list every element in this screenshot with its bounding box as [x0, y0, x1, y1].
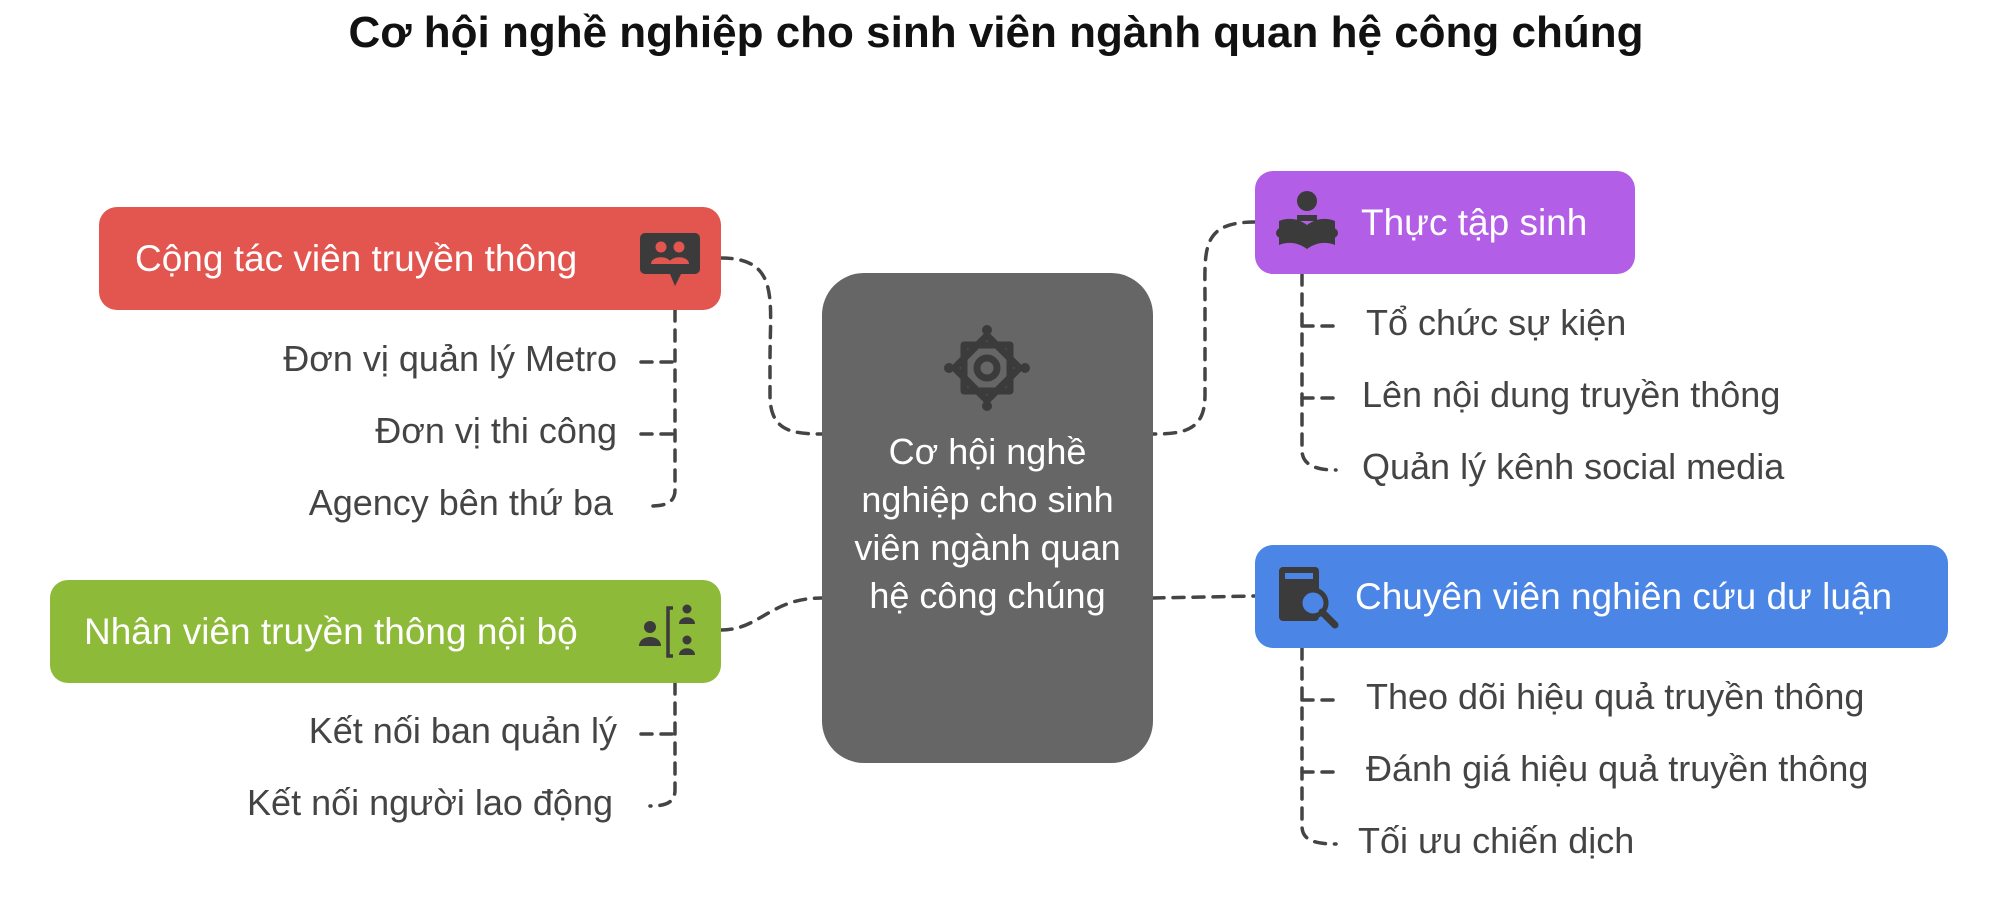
connector-center-blue: [1151, 594, 1257, 600]
list-item-blue-1: Theo dõi hiệu quả truyền thông: [1366, 676, 1865, 717]
center-node: Cơ hội nghề nghiệp cho sinh viên ngành q…: [822, 273, 1153, 763]
list-item-purple-1: Tổ chức sự kiện: [1366, 302, 1627, 343]
list-item-blue-3: Tối ưu chiến dịch: [1358, 820, 1635, 861]
diagram-title: Cơ hội nghề nghiệp cho sinh viên ngành q…: [348, 8, 1644, 57]
list-item-green-1: Kết nối ban quản lý: [308, 710, 617, 751]
branch-chuyen-vien-nghien-cuu: Chuyên viên nghiên cứu dư luận: [1255, 545, 1948, 648]
connector-center-green: [719, 596, 824, 632]
connector-purple-trunk: [1300, 272, 1338, 472]
connector-center-purple: [1151, 220, 1257, 436]
connector-center-red: [719, 256, 824, 436]
branch-thuc-tap-sinh: Thực tập sinh: [1255, 171, 1635, 274]
list-item-red-2: Đơn vị thi công: [375, 410, 617, 451]
list-item-purple-2: Lên nội dung truyền thông: [1362, 374, 1781, 415]
center-label: Cơ hội nghề nghiệp cho sinh viên ngành q…: [854, 431, 1121, 616]
flower-icon: [937, 318, 1037, 423]
list-item-green-2: Kết nối người lao động: [247, 782, 613, 823]
branch-cong-tac-vien-label: Cộng tác viên truyền thông: [135, 237, 578, 279]
branch-chuyen-vien-nghien-cuu-label: Chuyên viên nghiên cứu dư luận: [1355, 575, 1893, 617]
list-item-purple-3: Quản lý kênh social media: [1362, 446, 1785, 487]
research-icon: [1275, 563, 1341, 638]
connector-green-trunk: [648, 681, 677, 808]
branch-nhan-vien-noi-bo: Nhân viên truyền thông nội bộ: [50, 580, 721, 683]
chat-people-icon: [639, 231, 701, 298]
branch-thuc-tap-sinh-label: Thực tập sinh: [1361, 201, 1588, 243]
branch-nhan-vien-noi-bo-label: Nhân viên truyền thông nội bộ: [84, 610, 578, 652]
reader-icon: [1275, 189, 1339, 264]
team-network-icon: [637, 600, 701, 673]
connector-red-trunk: [648, 308, 677, 508]
connector-blue-trunk: [1300, 646, 1338, 846]
list-item-blue-2: Đánh giá hiệu quả truyền thông: [1366, 748, 1869, 789]
list-item-red-3: Agency bên thứ ba: [308, 482, 613, 523]
list-item-red-1: Đơn vị quản lý Metro: [283, 338, 617, 379]
branch-cong-tac-vien: Cộng tác viên truyền thông: [99, 207, 721, 310]
